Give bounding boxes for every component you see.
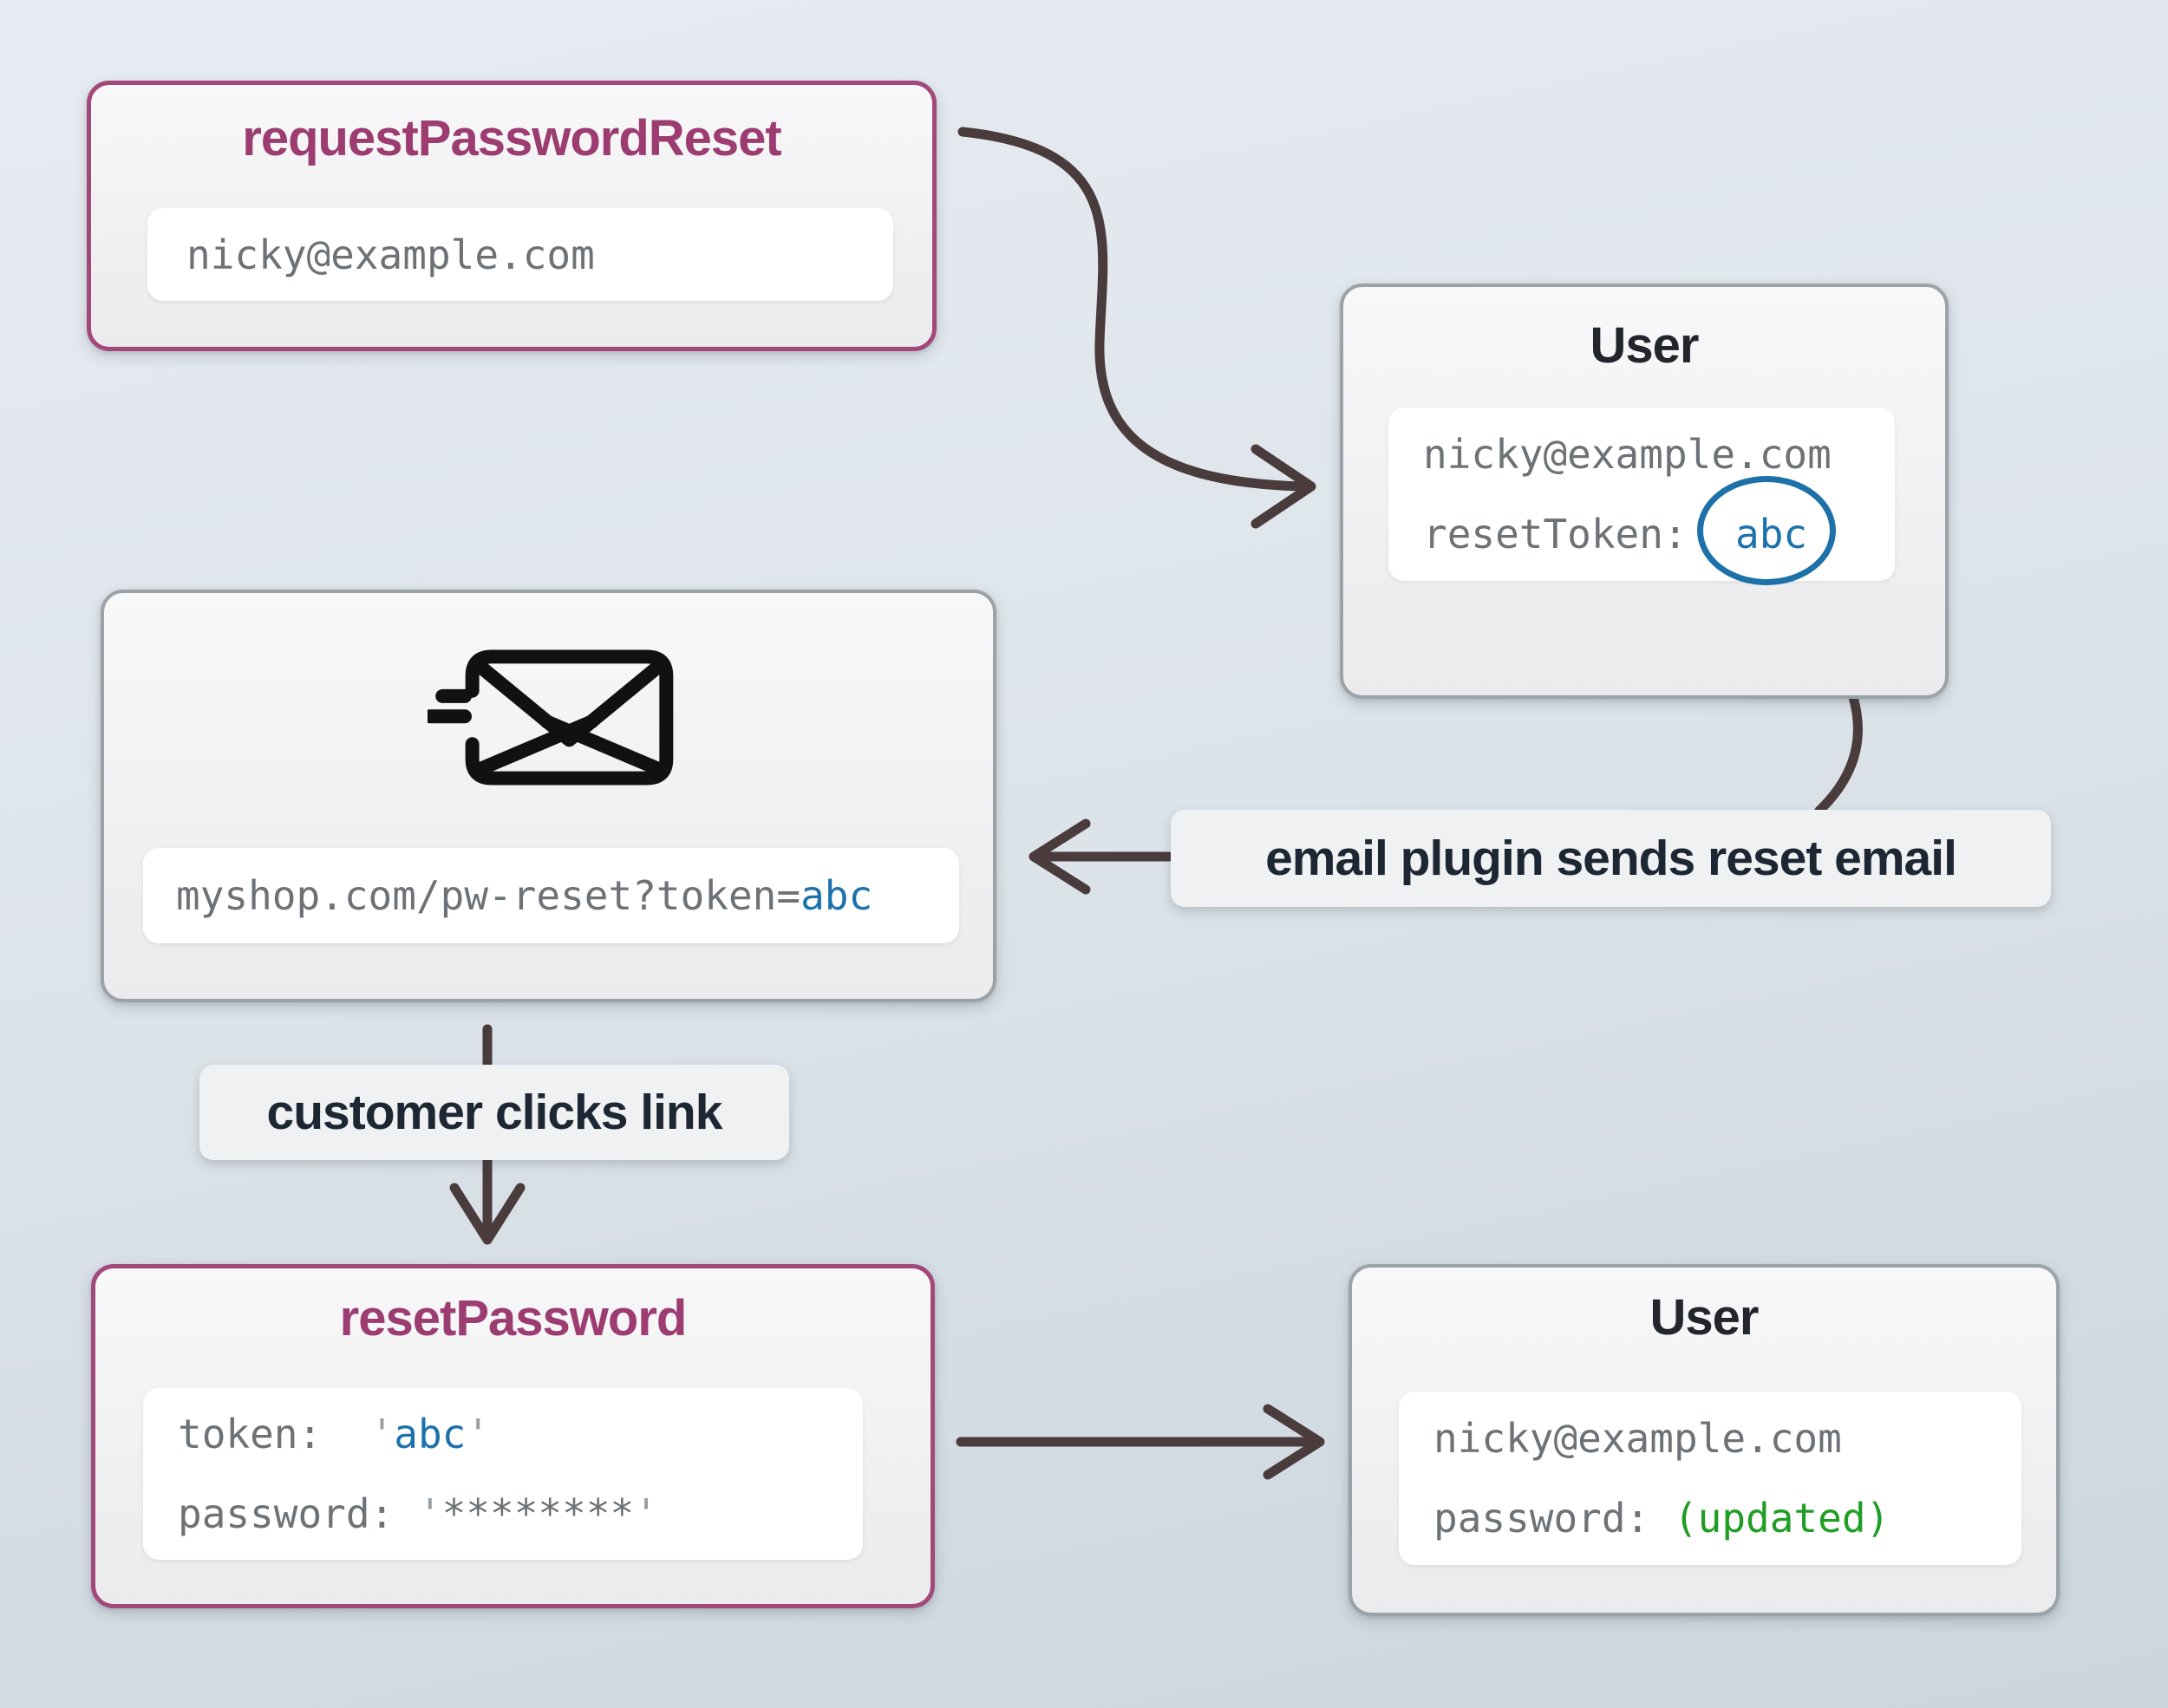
password-stars: ********	[441, 1490, 635, 1537]
token-highlight-circle	[1697, 476, 1836, 585]
user-bottom-password-key: password:	[1433, 1495, 1674, 1542]
arrow-request-to-user-head	[1251, 444, 1316, 529]
token-open-quote: '	[369, 1411, 395, 1457]
email-message-node: myshop.com/pw-reset?token=abc	[101, 590, 996, 1002]
user-bottom-title: User	[1649, 1289, 1760, 1346]
password-key: password:	[178, 1490, 418, 1537]
reset-url-prefix: myshop.com/pw-reset?token=	[176, 872, 801, 919]
arrow-reset-to-user-head	[1263, 1404, 1325, 1480]
reset-password-node: resetPassword token: 'abc' password: '**…	[91, 1264, 935, 1608]
reset-token-key: resetToken:	[1423, 511, 1688, 557]
mail-send-icon	[428, 649, 674, 786]
arrow-request-to-user	[957, 127, 1306, 492]
reset-password-title: resetPassword	[339, 1290, 688, 1346]
token-value: abc	[394, 1411, 467, 1457]
token-line: token: 'abc'	[178, 1394, 863, 1474]
user-top-email: nicky@example.com	[1423, 431, 1832, 478]
request-password-reset-title: requestPasswordReset	[242, 110, 781, 166]
user-top-node: User nicky@example.com resetToken: abc	[1340, 284, 1949, 699]
user-bottom-email: nicky@example.com	[1433, 1415, 1842, 1462]
request-email-field: nicky@example.com	[147, 208, 893, 301]
reset-url-field: myshop.com/pw-reset?token=abc	[143, 848, 959, 943]
user-bottom-password-line: password: (updated)	[1433, 1478, 2021, 1558]
reset-url-token: abc	[800, 872, 873, 919]
password-close-quote: '	[634, 1490, 658, 1537]
arrow-label-to-email-head	[1028, 818, 1091, 895]
token-key: token:	[178, 1411, 346, 1457]
user-top-title: User	[1590, 317, 1700, 374]
password-open-quote: '	[417, 1490, 442, 1537]
reset-password-args-field: token: 'abc' password: '********'	[143, 1388, 863, 1560]
user-bottom-password-value: (updated)	[1673, 1495, 1890, 1542]
password-line: password: '********'	[178, 1474, 863, 1554]
reset-url: myshop.com/pw-reset?token=abc	[176, 848, 959, 943]
request-password-reset-node: requestPasswordReset nicky@example.com	[87, 81, 937, 351]
token-close-quote: '	[466, 1411, 491, 1457]
user-bottom-record-field: nicky@example.com password: (updated)	[1399, 1392, 2021, 1565]
arrow-email-to-reset-head	[449, 1183, 526, 1245]
email-plugin-label: email plugin sends reset email	[1171, 810, 2051, 907]
user-bottom-node: User nicky@example.com password: (update…	[1348, 1264, 2060, 1616]
request-email-value: nicky@example.com	[186, 231, 595, 278]
customer-clicks-label: customer clicks link	[199, 1065, 789, 1160]
